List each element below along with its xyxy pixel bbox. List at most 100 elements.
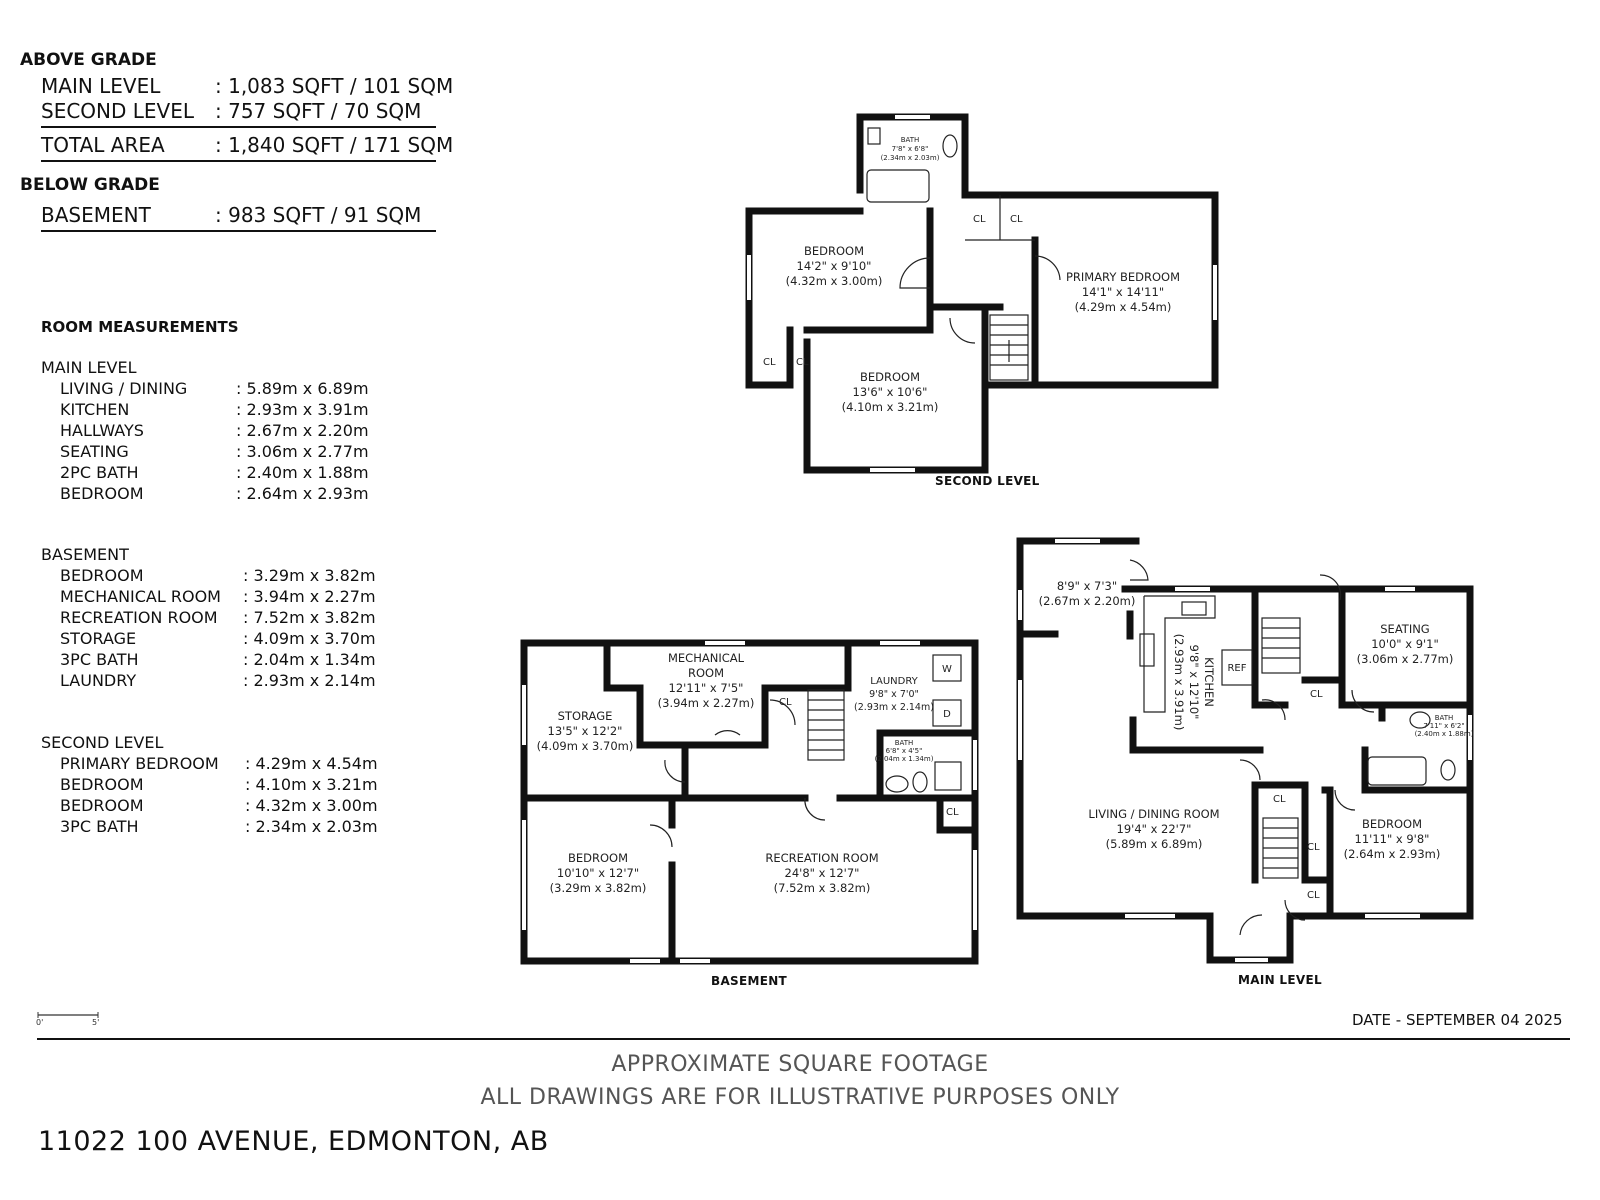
door-swing bbox=[899, 257, 931, 289]
room-imperial: 14'1" x 14'11" bbox=[1082, 285, 1164, 299]
measure-name: BEDROOM bbox=[60, 796, 144, 815]
measure-value: : 2.04m x 1.34m bbox=[243, 650, 376, 669]
second-level-area-label: SECOND LEVEL bbox=[41, 99, 194, 123]
room-imperial: 9'8" x 12'10" bbox=[1187, 645, 1201, 720]
room-metric: (2.93m x 3.91m) bbox=[1172, 634, 1186, 731]
total-area-label: TOTAL AREA bbox=[41, 133, 165, 157]
measure-value: : 5.89m x 6.89m bbox=[236, 379, 369, 398]
main-level-heading: MAIN LEVEL bbox=[41, 358, 137, 377]
door-swing bbox=[1034, 255, 1061, 281]
measure-value: : 4.29m x 4.54m bbox=[245, 754, 378, 773]
below-grade-heading: BELOW GRADE bbox=[20, 175, 160, 195]
closet-label: CL bbox=[763, 357, 776, 368]
property-address: 11022 100 AVENUE, EDMONTON, AB bbox=[38, 1126, 549, 1157]
washer-icon bbox=[932, 654, 962, 682]
room-imperial: 12'11" x 7'5" bbox=[669, 681, 744, 695]
bathtub-icon bbox=[1367, 756, 1427, 786]
room-metric: (5.89m x 6.89m) bbox=[1106, 837, 1203, 851]
room-metric: (4.10m x 3.21m) bbox=[842, 400, 939, 414]
bath-metric: (2.34m x 2.03m) bbox=[881, 154, 940, 162]
wall bbox=[1338, 585, 1474, 709]
scale-end: 5' bbox=[92, 1018, 99, 1027]
wall bbox=[1361, 746, 1469, 794]
measure-value: : 2.93m x 2.14m bbox=[243, 671, 376, 690]
room-imperial: 13'6" x 10'6" bbox=[853, 385, 928, 399]
door-swing bbox=[1129, 559, 1149, 581]
door-swing bbox=[1239, 914, 1263, 936]
room-name: MECHANICAL bbox=[668, 651, 745, 665]
main-level-area-label: MAIN LEVEL bbox=[41, 74, 161, 98]
room-metric: (3.29m x 3.82m) bbox=[550, 881, 647, 895]
kitchen-label-group: KITCHEN 9'8" x 12'10" (2.93m x 3.91m) bbox=[1172, 634, 1216, 731]
kitchen-counter bbox=[1143, 595, 1216, 713]
room-name: PRIMARY BEDROOM bbox=[1066, 270, 1180, 284]
measure-name: LAUNDRY bbox=[60, 671, 137, 690]
scale-start: 0' bbox=[36, 1018, 43, 1027]
wall bbox=[681, 639, 852, 749]
door-swing bbox=[949, 317, 976, 344]
bath-metric: (2.40m x 1.88m) bbox=[1415, 730, 1474, 738]
room-imperial: 11'11" x 9'8" bbox=[1355, 832, 1430, 846]
second-level-plan: BATH 7'8" x 6'8" (2.34m x 2.03m) CL CL C… bbox=[745, 113, 1219, 474]
divider bbox=[41, 160, 436, 162]
room-imperial: 10'0" x 9'1" bbox=[1371, 637, 1439, 651]
sink-icon bbox=[912, 771, 928, 793]
room-name: RECREATION ROOM bbox=[765, 851, 878, 865]
room-name: SEATING bbox=[1380, 622, 1429, 636]
stairs bbox=[1261, 617, 1301, 879]
closet-label: CL bbox=[1310, 689, 1323, 700]
measure-value: : 7.52m x 3.82m bbox=[243, 608, 376, 627]
wall bbox=[520, 639, 979, 965]
wall bbox=[1251, 781, 1309, 884]
closet-label: CL bbox=[973, 214, 986, 225]
measure-name: 3PC BATH bbox=[60, 650, 139, 669]
wall bbox=[603, 639, 644, 749]
measure-name: 2PC BATH bbox=[60, 463, 139, 482]
measure-value: : 2.40m x 1.88m bbox=[236, 463, 369, 482]
dryer-icon bbox=[932, 699, 962, 727]
bath-name: BATH bbox=[1435, 714, 1454, 722]
room-name-line2: ROOM bbox=[688, 666, 724, 680]
door-swing bbox=[664, 759, 686, 783]
closet-label: CL bbox=[1273, 794, 1286, 805]
measure-name: KITCHEN bbox=[60, 400, 130, 419]
shower-icon bbox=[934, 761, 962, 791]
measure-value: : 2.67m x 2.20m bbox=[236, 421, 369, 440]
measure-value: : 4.10m x 3.21m bbox=[245, 775, 378, 794]
door-swing bbox=[1239, 759, 1261, 781]
closet-label: CL bbox=[796, 357, 809, 368]
room-imperial: 24'8" x 12'7" bbox=[785, 866, 860, 880]
room-metric: (2.93m x 2.14m) bbox=[854, 702, 934, 713]
closet-label: CL bbox=[1307, 890, 1320, 901]
room-imperial: 8'9" x 7'3" bbox=[1057, 579, 1117, 593]
measure-name: MECHANICAL ROOM bbox=[60, 587, 221, 606]
main-level-area-value: : 1,083 SQFT / 101 SQM bbox=[215, 74, 454, 98]
basement-plan: W D CL CL STORAGE 13'5" x 12'2" (4.09m x… bbox=[520, 639, 979, 965]
door-swing bbox=[649, 824, 673, 848]
measure-value: : 3.29m x 3.82m bbox=[243, 566, 376, 585]
toilet-icon bbox=[1440, 759, 1456, 781]
toilet-icon bbox=[867, 127, 881, 145]
measure-value: : 2.64m x 2.93m bbox=[236, 484, 369, 503]
main-level-plan-label: MAIN LEVEL bbox=[1238, 973, 1322, 987]
measure-name: STORAGE bbox=[60, 629, 137, 648]
room-measurements-title: ROOM MEASUREMENTS bbox=[41, 318, 239, 336]
sink-icon bbox=[1409, 711, 1431, 729]
room-name: LAUNDRY bbox=[870, 676, 918, 687]
measure-name: SEATING bbox=[60, 442, 129, 461]
room-imperial: 19'4" x 22'7" bbox=[1117, 822, 1192, 836]
second-level-heading: SECOND LEVEL bbox=[41, 733, 164, 752]
total-area-value: : 1,840 SQFT / 171 SQM bbox=[215, 133, 454, 157]
closet-label: CL bbox=[946, 807, 959, 818]
room-name: BEDROOM bbox=[568, 851, 628, 865]
closet-label: CL bbox=[1010, 214, 1023, 225]
disclaimer-line-1: APPROXIMATE SQUARE FOOTAGE bbox=[611, 1052, 989, 1077]
measure-name: 3PC BATH bbox=[60, 817, 139, 836]
wall bbox=[1129, 716, 1264, 754]
closet-label: CL bbox=[779, 697, 792, 708]
bath-name: BATH bbox=[901, 136, 920, 144]
room-metric: (4.29m x 4.54m) bbox=[1075, 300, 1172, 314]
measure-name: PRIMARY BEDROOM bbox=[60, 754, 219, 773]
basement-area-label: BASEMENT bbox=[41, 203, 151, 227]
measure-value: : 2.34m x 2.03m bbox=[245, 817, 378, 836]
